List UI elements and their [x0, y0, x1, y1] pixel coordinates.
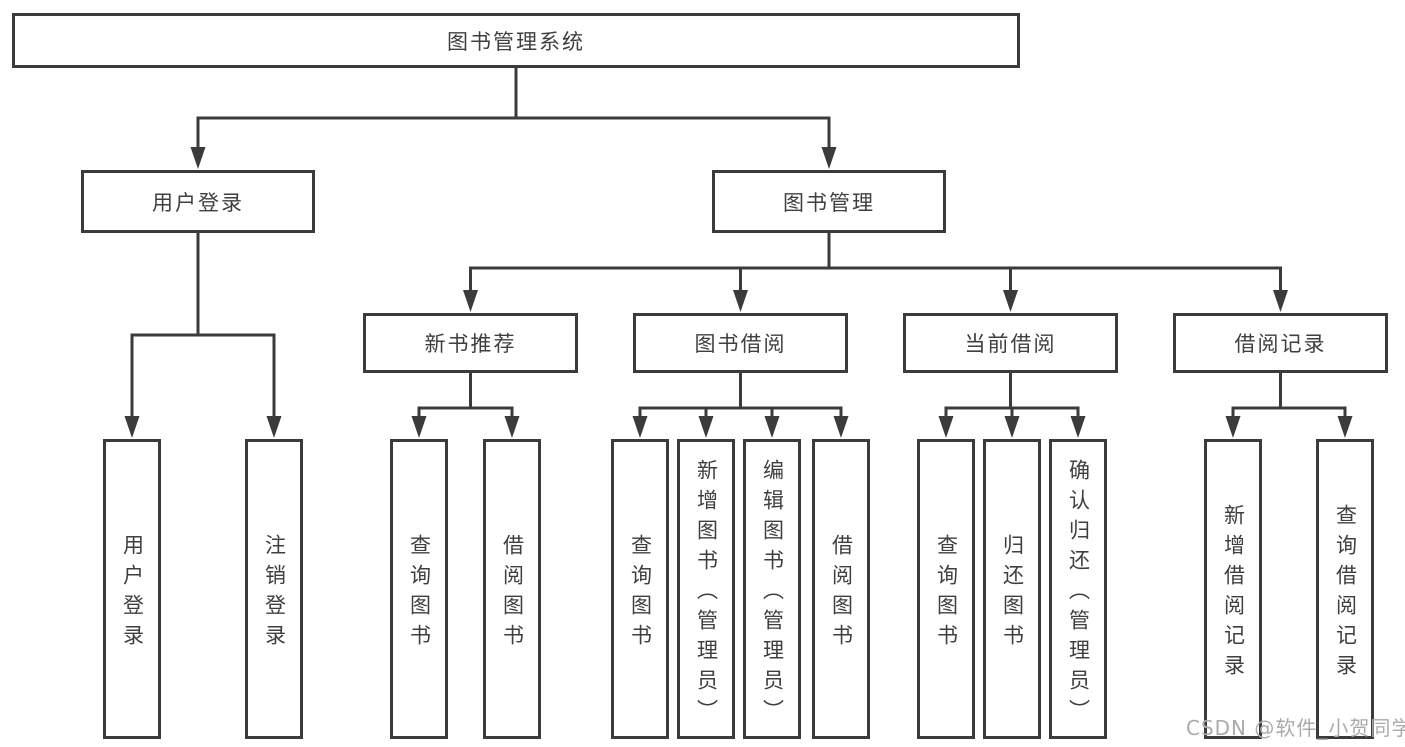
leaf-query-borrow-record: 查询借阅记录	[1316, 439, 1374, 739]
edge-arrowhead	[938, 416, 954, 438]
node-book-borrowing: 图书借阅	[633, 313, 848, 373]
leaf-confirm-return-admin: 确认归还（管理员）	[1049, 439, 1107, 739]
leaf-query-books-recommend: 查询图书	[390, 439, 448, 739]
node-book-management: 图书管理	[712, 170, 946, 233]
leaf-return-books: 归还图书	[983, 439, 1041, 739]
leaf-add-books-admin: 新增图书（管理员）	[677, 439, 735, 739]
edge-arrowhead	[821, 147, 837, 169]
edge-arrowhead	[463, 290, 478, 312]
leaf-logout: 注销登录	[245, 439, 303, 739]
edge-arrowhead	[411, 416, 427, 438]
leaf-borrow-books-borrowing: 借阅图书	[812, 439, 870, 739]
edge-arrowhead	[1070, 416, 1086, 438]
edge-arrowhead	[632, 416, 648, 438]
leaf-add-borrow-record: 新增借阅记录	[1204, 439, 1262, 739]
edge-arrowhead	[833, 416, 849, 438]
edge-arrowhead	[1337, 416, 1353, 438]
leaf-query-books-current: 查询图书	[917, 439, 975, 739]
edge-arrowhead	[190, 147, 206, 169]
edge-arrowhead	[764, 416, 780, 438]
node-new-book-recommendation: 新书推荐	[363, 313, 578, 373]
edge-arrowhead	[1003, 290, 1018, 312]
edge-arrowhead	[698, 416, 714, 438]
node-user-login: 用户登录	[81, 170, 315, 233]
node-borrowing-records: 借阅记录	[1173, 313, 1388, 373]
edge-arrowhead	[1004, 416, 1020, 438]
leaf-borrow-books-recommend: 借阅图书	[483, 439, 541, 739]
edge-arrowhead	[504, 416, 520, 438]
leaf-user-login: 用户登录	[103, 439, 161, 739]
edge-arrowhead	[266, 416, 282, 438]
leaf-edit-books-admin: 编辑图书（管理员）	[743, 439, 801, 739]
csdn-watermark: CSDN @软件_小贺同学	[1186, 716, 1405, 740]
edge-arrowhead	[1273, 290, 1288, 312]
node-current-borrowing: 当前借阅	[903, 313, 1118, 373]
edge-arrowhead	[1225, 416, 1241, 438]
edge-arrowhead	[733, 290, 748, 312]
edge-arrowhead	[124, 416, 140, 438]
node-library-management-system: 图书管理系统	[12, 13, 1020, 68]
leaf-query-books-borrowing: 查询图书	[611, 439, 669, 739]
